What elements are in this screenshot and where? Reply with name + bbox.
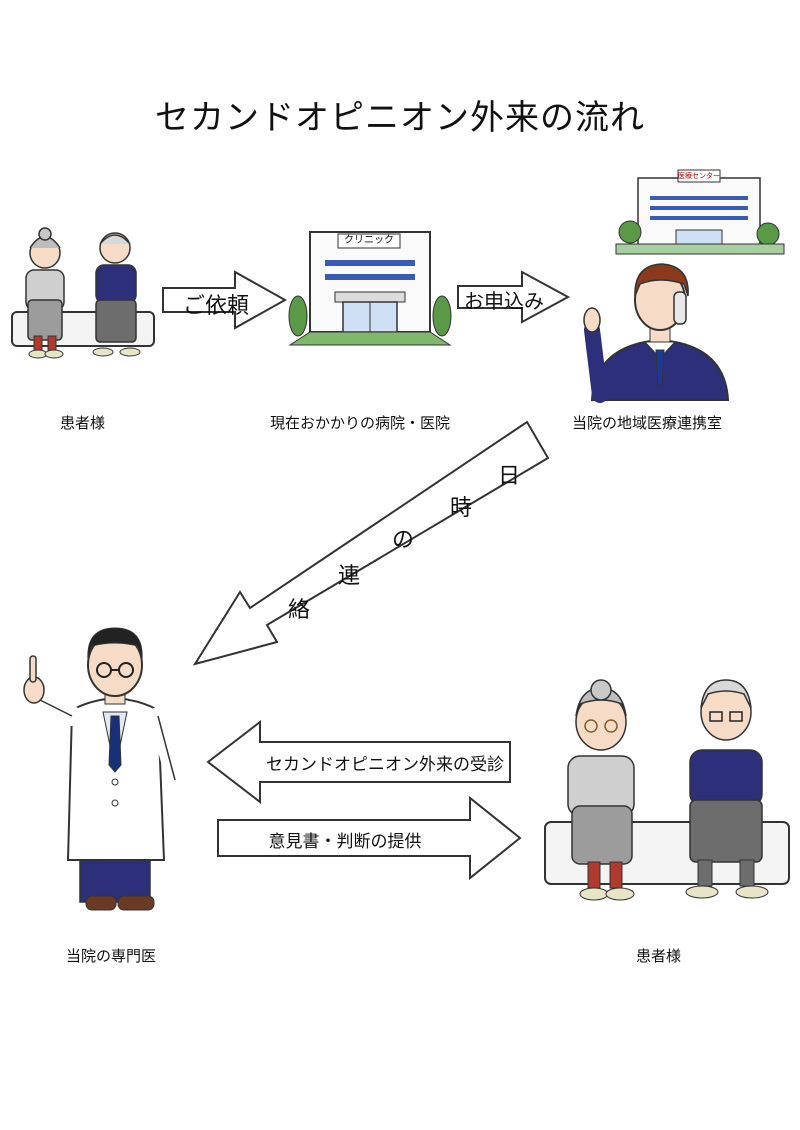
consultation-label: セカンドオピニオン外来の受診 <box>266 755 504 775</box>
apply-arrow <box>457 270 571 324</box>
medical-center-illustration <box>615 169 785 255</box>
clinic-sign: クリニック <box>344 235 394 246</box>
request-label: ご依頼 <box>182 294 249 319</box>
liaison-staff-illustration <box>583 263 730 403</box>
contact-char-5: 絡 <box>288 598 311 623</box>
opinion-label: 意見書・判断の提供 <box>268 832 422 852</box>
caption-specialist: 当院の専門医 <box>66 947 157 965</box>
patients-bottom-illustration <box>544 679 790 901</box>
caption-patient-top: 患者様 <box>60 414 106 432</box>
medical-center-sign: 医療センター <box>678 172 720 180</box>
opinion-arrow <box>217 795 522 881</box>
consultation-arrow <box>206 719 511 805</box>
contact-arrow <box>192 420 550 666</box>
contact-char-1: 日 <box>498 464 521 489</box>
contact-char-3: の <box>392 528 415 553</box>
patients-top-illustration <box>11 227 155 359</box>
request-arrow <box>162 270 288 330</box>
contact-char-2: 時 <box>450 496 473 521</box>
caption-patient-bottom: 患者様 <box>636 947 682 965</box>
page-title: セカンドオピニオン外来の流れ <box>155 98 645 138</box>
clinic-illustration <box>288 231 452 346</box>
caption-current-hospital: 現在おかかりの病院・医院 <box>270 414 451 432</box>
apply-label: お申込み <box>464 289 544 313</box>
caption-liaison-office: 当院の地域医療連携室 <box>572 414 723 432</box>
specialist-illustration <box>23 627 184 911</box>
contact-char-4: 連 <box>338 564 361 589</box>
